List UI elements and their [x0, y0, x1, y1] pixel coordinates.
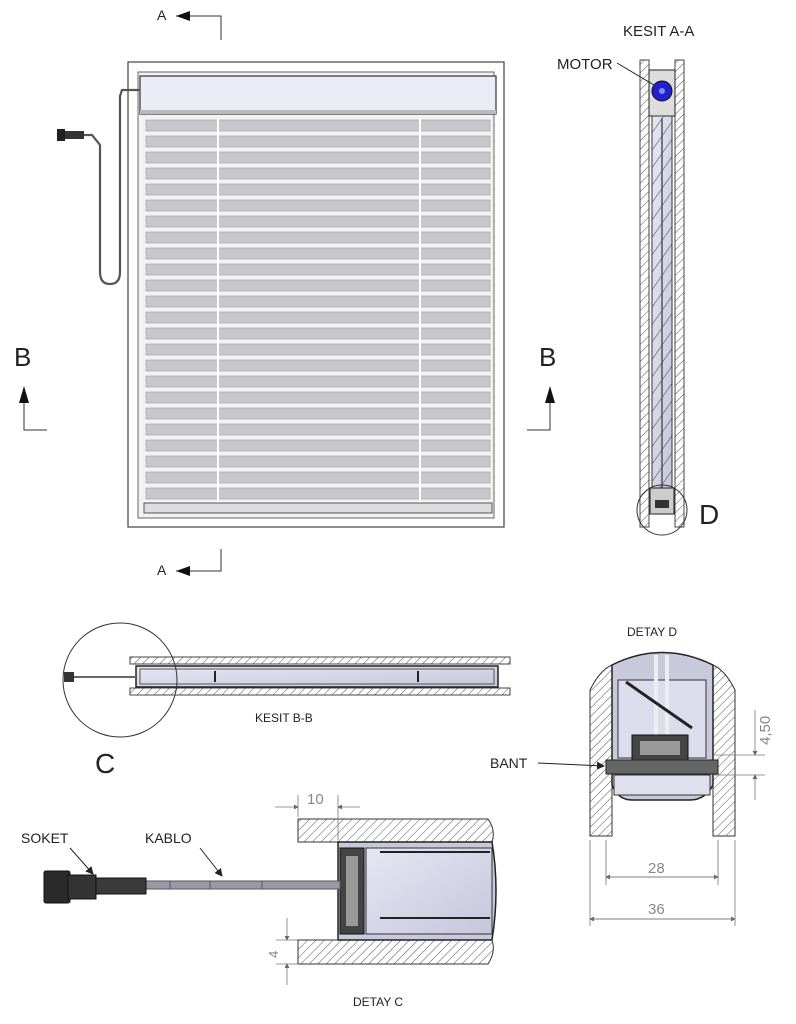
slat: [145, 391, 491, 404]
slat: [145, 231, 491, 244]
detail-d-circle: [636, 484, 688, 536]
detail-c-circle: [62, 622, 178, 738]
bb-top-wall: [129, 656, 511, 665]
bottom-rail: [143, 502, 493, 514]
slat: [145, 407, 491, 420]
slat: [145, 471, 491, 484]
svg-text:KESIT A-A: KESIT A-A: [623, 23, 694, 40]
slat: [145, 135, 491, 148]
slat: [145, 199, 491, 212]
svg-text:BANT: BANT: [490, 755, 528, 771]
slat: [145, 151, 491, 164]
slat: [145, 359, 491, 372]
slat: [145, 183, 491, 196]
svg-text:DETAY D: DETAY D: [627, 625, 677, 639]
svg-text:28: 28: [648, 860, 665, 877]
detail-c-view: SOKET KABLO 10 4 DETAY C: [21, 791, 497, 1009]
aa-right-wall: [674, 59, 685, 528]
section-aa-view: KESIT A-A D MOTOR: [557, 23, 719, 536]
slat: [145, 311, 491, 324]
slats: [145, 119, 491, 500]
slat: [145, 487, 491, 500]
svg-text:D: D: [699, 499, 719, 530]
slat: [145, 247, 491, 260]
slat: [145, 455, 491, 468]
front-connector: [62, 131, 84, 139]
front-cable: [80, 88, 140, 286]
svg-text:B: B: [539, 342, 556, 372]
section-marker-b-left: B: [14, 342, 47, 431]
front-connector-tip: [57, 129, 65, 141]
svg-text:KESIT B-B: KESIT B-B: [255, 711, 313, 725]
slat: [145, 327, 491, 340]
svg-text:4,50: 4,50: [757, 716, 774, 745]
svg-text:36: 36: [648, 901, 665, 918]
section-marker-b-right: B: [527, 342, 556, 431]
svg-text:A: A: [157, 562, 167, 578]
front-view: [57, 61, 505, 528]
d-left-wall: [589, 664, 613, 837]
slat: [145, 215, 491, 228]
slat: [145, 263, 491, 276]
section-marker-a-top: A: [157, 7, 222, 40]
aa-left-wall: [639, 59, 650, 528]
svg-text:SOKET: SOKET: [21, 830, 69, 846]
slat: [145, 343, 491, 356]
c-bottom-wall: [297, 939, 494, 965]
c-cable: [145, 880, 341, 890]
slat: [145, 375, 491, 388]
slat: [145, 279, 491, 292]
detail-d-view: DETAY D BANT 4,50 28 36: [490, 625, 774, 926]
socket-body: [93, 877, 147, 895]
c-top-wall: [297, 818, 494, 843]
slat: [145, 295, 491, 308]
svg-text:DETAY C: DETAY C: [353, 995, 403, 1009]
svg-text:MOTOR: MOTOR: [557, 56, 613, 73]
socket-head: [43, 870, 71, 904]
section-marker-a-bottom: A: [157, 549, 222, 578]
top-box: [139, 75, 497, 115]
svg-text:B: B: [14, 342, 31, 372]
section-bb-view: KESIT B-B C: [62, 622, 511, 779]
slat: [145, 167, 491, 180]
slat: [145, 119, 491, 132]
top-box-shadow: [140, 110, 496, 114]
svg-text:C: C: [95, 748, 115, 779]
d-right-wall: [712, 664, 736, 837]
slat: [145, 439, 491, 452]
svg-text:4: 4: [266, 951, 281, 958]
svg-text:10: 10: [307, 791, 324, 808]
svg-text:A: A: [157, 7, 167, 23]
slat: [145, 423, 491, 436]
bb-bottom-wall: [129, 687, 511, 696]
bant-strip: [605, 759, 719, 775]
svg-text:KABLO: KABLO: [145, 830, 192, 846]
